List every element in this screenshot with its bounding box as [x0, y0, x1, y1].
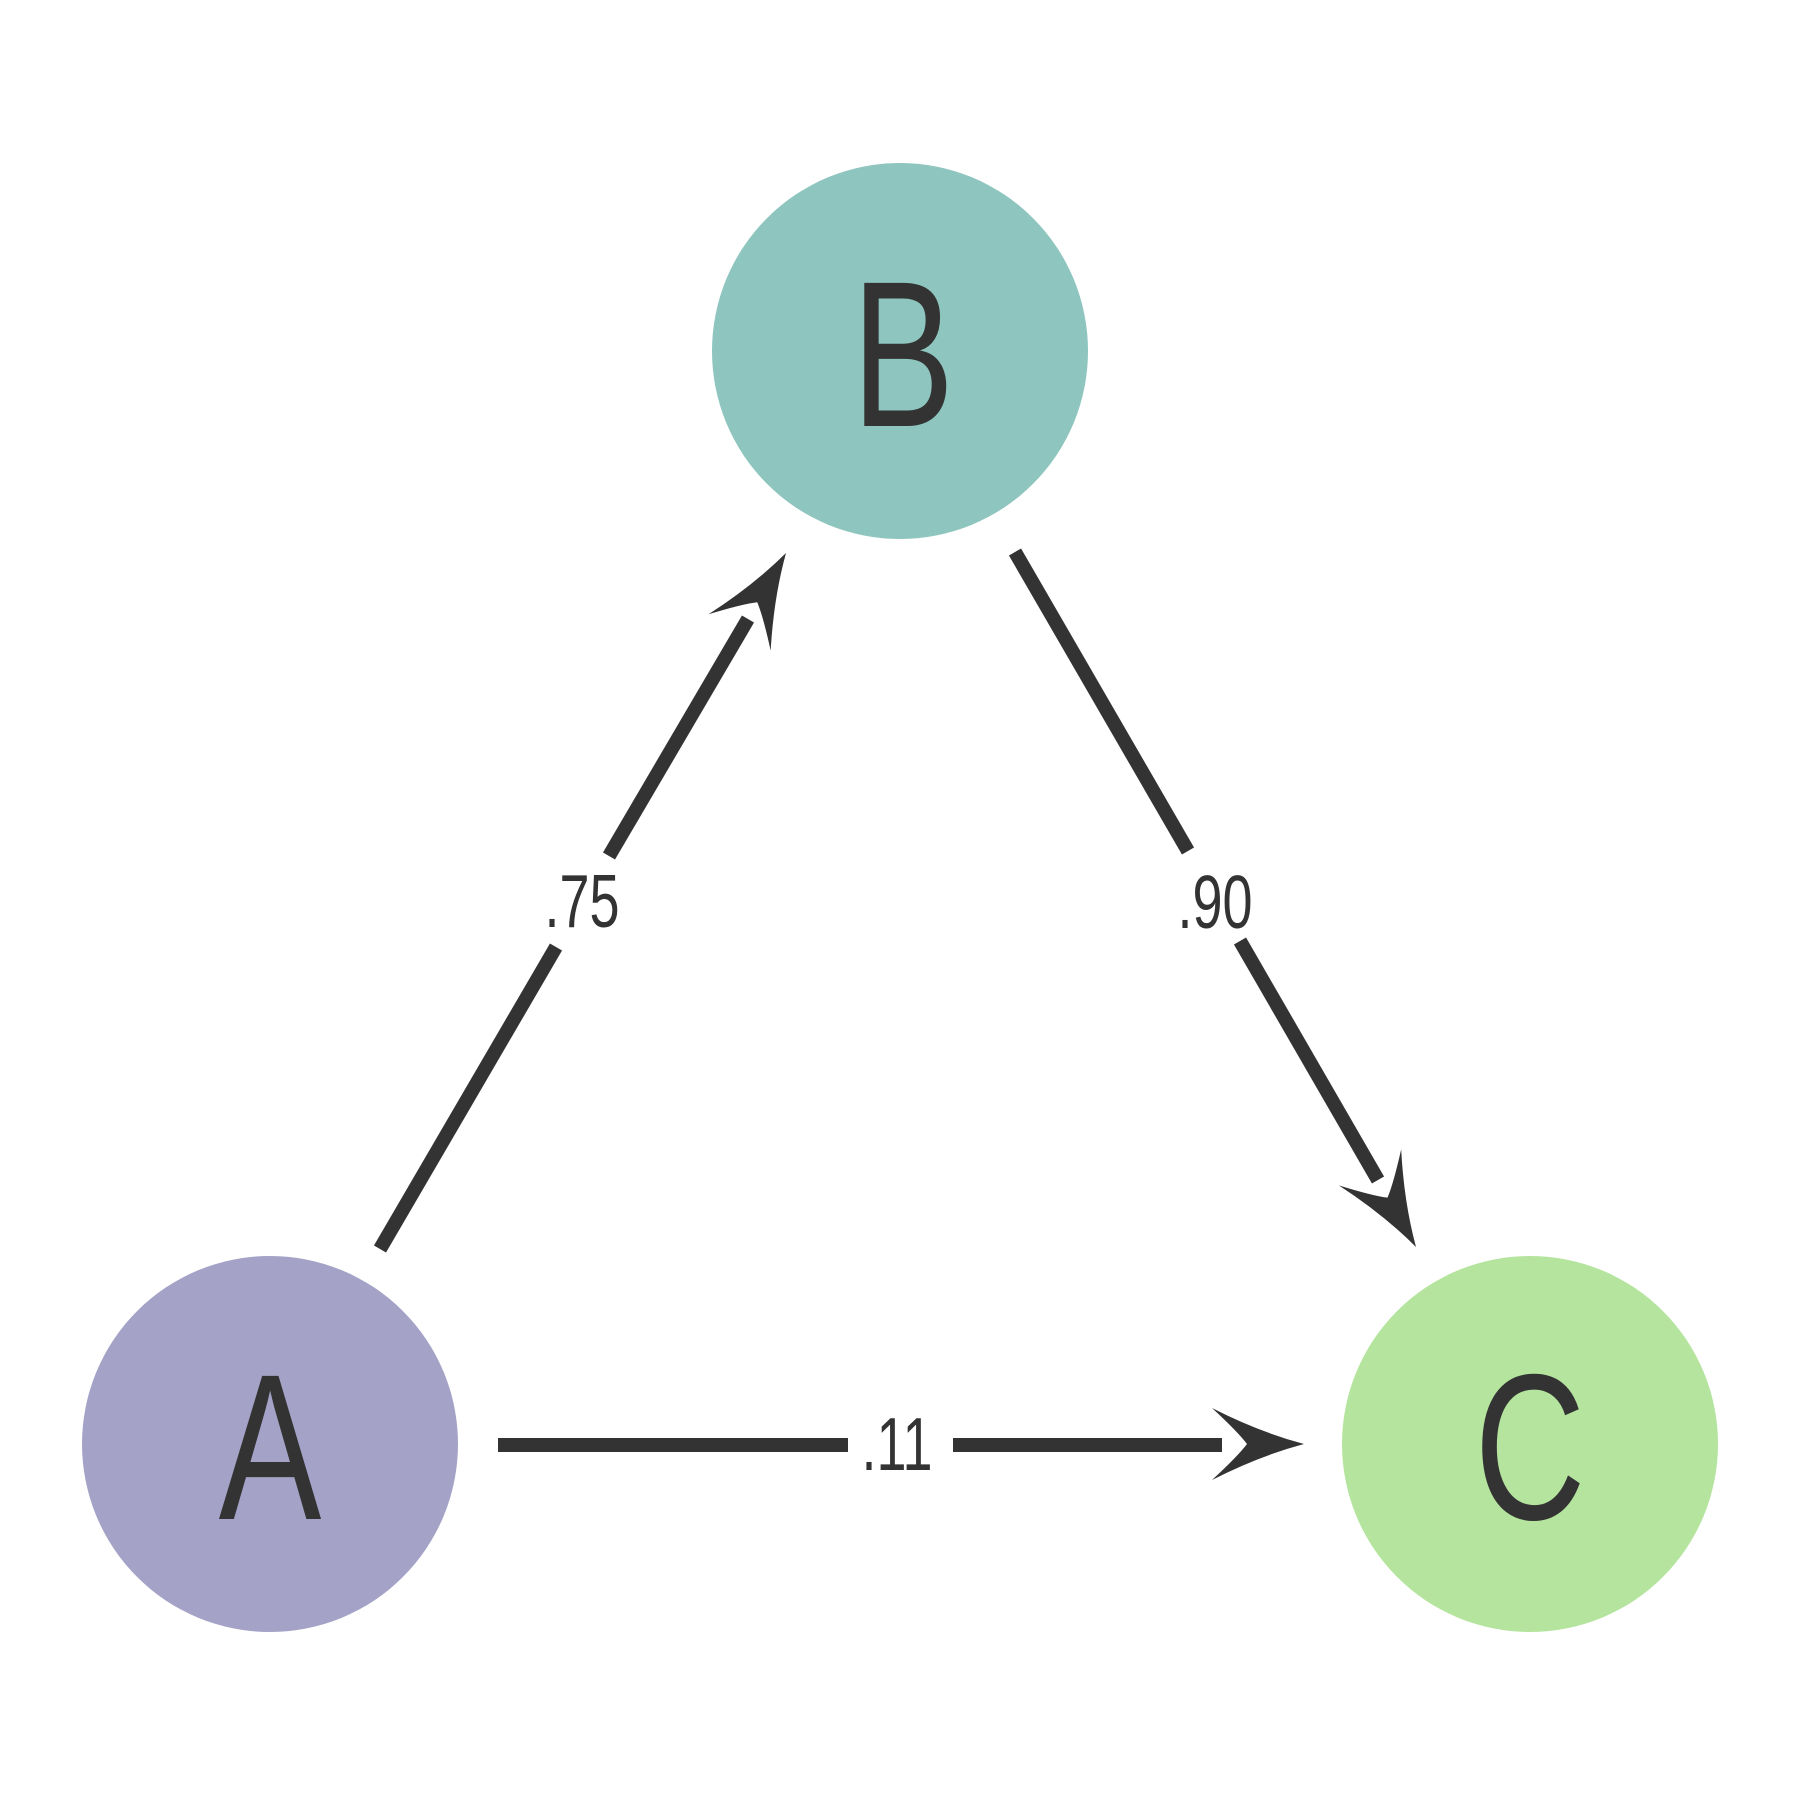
edge-a-c-weight-label: .11 — [861, 1402, 932, 1486]
edge-a-c: .11 — [498, 1402, 1304, 1486]
edge-a-b-weight-label: .75 — [544, 859, 619, 943]
edge-b-c-arrowhead-icon — [1338, 1149, 1416, 1247]
node-a-label: A — [219, 1330, 322, 1563]
node-a: A — [82, 1256, 458, 1632]
edge-b-c-shaft-upper — [1008, 548, 1195, 855]
node-a-circle — [82, 1256, 458, 1632]
node-c-circle — [1342, 1256, 1718, 1632]
node-b-label: B — [852, 237, 955, 470]
node-b-circle — [712, 163, 1088, 539]
edge-b-c-shaft-lower — [1233, 937, 1385, 1184]
node-b: B — [712, 163, 1088, 539]
edge-a-c-arrowhead-icon — [1212, 1408, 1304, 1480]
edge-a-b-arrowhead-icon — [708, 553, 786, 651]
node-c-label: C — [1474, 1330, 1585, 1563]
edge-a-b-shaft-lower — [373, 943, 563, 1253]
edge-b-c-weight-label: .90 — [1177, 860, 1252, 944]
edge-a-b-shaft-upper — [602, 615, 755, 860]
edge-b-c: .90 — [1008, 548, 1416, 1247]
node-c: C — [1342, 1256, 1718, 1632]
edge-a-b: .75 — [373, 553, 786, 1253]
